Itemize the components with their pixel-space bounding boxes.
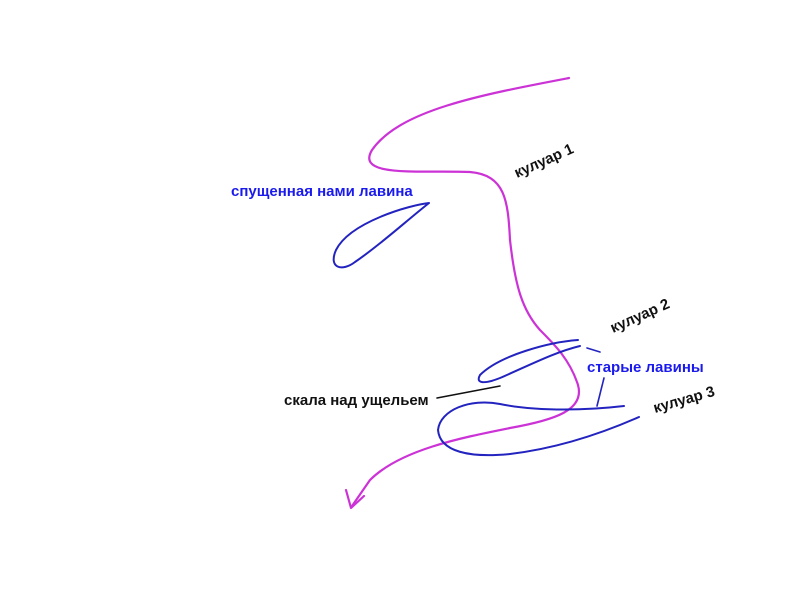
rock-leader-line xyxy=(436,385,501,399)
descent-route-line xyxy=(350,76,581,508)
our-avalanche-loop xyxy=(332,202,430,269)
label-couloir-3: кулуар 3 xyxy=(651,383,716,417)
label-old-avalanches: старые лавины xyxy=(587,359,704,376)
label-rock: скала над ущельем xyxy=(284,392,429,409)
label-our-avalanche: спущенная нами лавина xyxy=(231,183,413,200)
old-avalanches-leader-2 xyxy=(596,377,605,407)
old-avalanche-couloir-3 xyxy=(437,401,640,457)
label-couloir-1: кулуар 1 xyxy=(512,140,577,181)
label-couloir-2: кулуар 2 xyxy=(608,295,673,336)
old-avalanche-couloir-2 xyxy=(477,339,581,384)
route-arrowhead-icon xyxy=(344,488,366,510)
old-avalanches-leader-1 xyxy=(586,347,601,353)
